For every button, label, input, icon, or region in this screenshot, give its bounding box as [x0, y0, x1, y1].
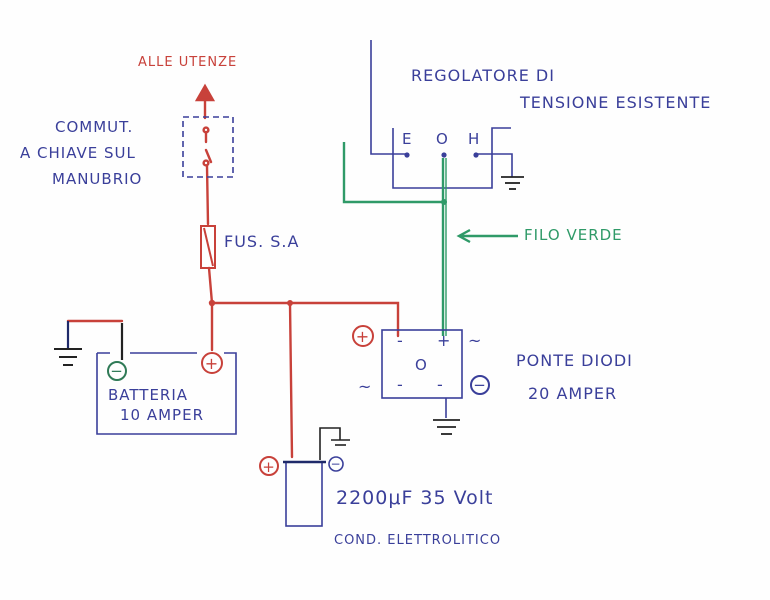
capacitor: [283, 427, 341, 527]
switch-contact-bottom: [202, 159, 210, 167]
bridge-right-bottom-mark: -: [437, 375, 444, 394]
bridge-minus-sign: −: [473, 376, 487, 394]
battery-rating: 10 AMPER: [120, 406, 204, 424]
regulator-title: REGOLATORE DI: [411, 66, 555, 85]
green-wiring: [342, 142, 518, 336]
battery-minus-terminal: −: [107, 361, 127, 381]
switch-contact-top: [202, 126, 210, 134]
green-junction-dot: [441, 199, 447, 205]
battery-label: BATTERIA: [108, 386, 188, 404]
battery-plus-terminal: +: [201, 352, 223, 374]
bridge-minus-terminal: −: [470, 375, 490, 395]
capacitor-body: [285, 461, 323, 527]
arrow-head: [194, 83, 216, 102]
wire-fuse-to-junction: [207, 266, 214, 305]
green-left-wire: [342, 142, 444, 204]
bridge-left-top-mark: -: [397, 331, 404, 350]
bridge-center-mark: O: [415, 356, 428, 374]
bridge-rating: 20 AMPER: [528, 384, 617, 403]
bridge-plus-mark: +: [437, 331, 451, 350]
fuse-symbol: [200, 225, 216, 269]
switch-lever: [204, 130, 213, 164]
bus-junction-dot: [208, 299, 216, 307]
switch-label-line3: MANUBRIO: [52, 170, 142, 188]
cap-junction-dot: [287, 300, 293, 306]
wire-switch-to-fuse: [205, 164, 210, 226]
capacitor-minus-terminal: −: [328, 456, 344, 472]
capacitor-ground-lead: [319, 427, 341, 460]
bridge-ground-icon: [433, 419, 460, 435]
bridge-plus-terminal: +: [352, 325, 374, 347]
positive-wiring: [66, 83, 400, 459]
main-bus: [210, 301, 400, 338]
bridge-title: PONTE DIODI: [516, 351, 633, 370]
reg-terminal-o: [441, 152, 447, 158]
regulator: [370, 40, 513, 189]
alle-utenze-label: ALLE UTENZE: [138, 55, 237, 70]
regulator-h-ground-wire: [476, 153, 513, 177]
reg-terminal-e: [404, 152, 410, 158]
reg-label-h: H: [468, 130, 480, 148]
capacitor-value: 2200μF 35 Volt: [336, 487, 494, 509]
wire-to-capacitor: [288, 301, 294, 459]
battery-ground-icon: [54, 348, 82, 366]
capacitor-ground-icon: [331, 439, 350, 446]
bridge-left-bottom-mark: -: [397, 375, 404, 394]
switch-dashed-box: [182, 116, 234, 178]
filo-verde-arrow: [456, 228, 518, 244]
switch-label-line2: A CHIAVE SUL: [20, 144, 136, 162]
bridge-ac-left: ~: [358, 377, 372, 396]
battery-outline: [96, 352, 237, 435]
bridge-ac-right: ~: [468, 331, 482, 350]
capacitor-plus-sign: +: [262, 458, 276, 476]
diode-bridge: [381, 329, 463, 418]
regulator-frame: [392, 127, 511, 189]
reg-terminal-h: [473, 152, 479, 158]
bridge-plus-sign: +: [356, 327, 370, 346]
battery-minus-sign: −: [110, 362, 124, 380]
capacitor-minus-sign: −: [330, 457, 341, 471]
filo-verde-label: FILO VERDE: [524, 226, 623, 244]
switch-label-line1: COMMUT.: [55, 118, 133, 136]
regulator-input-wire: [370, 40, 407, 155]
battery: [66, 321, 237, 435]
fuse-label: FUS. S.A: [224, 232, 299, 251]
capacitor-type: COND. ELETTROLITICO: [334, 533, 501, 548]
capacitor-plus-terminal: +: [259, 456, 279, 476]
reg-label-e: E: [402, 130, 412, 148]
battery-plus-sign: +: [205, 354, 219, 373]
reg-label-o: O: [436, 130, 449, 148]
regulator-subtitle: TENSIONE ESISTENTE: [519, 93, 711, 112]
regulator-ground-icon: [501, 176, 524, 190]
bridge-body: [381, 329, 463, 399]
